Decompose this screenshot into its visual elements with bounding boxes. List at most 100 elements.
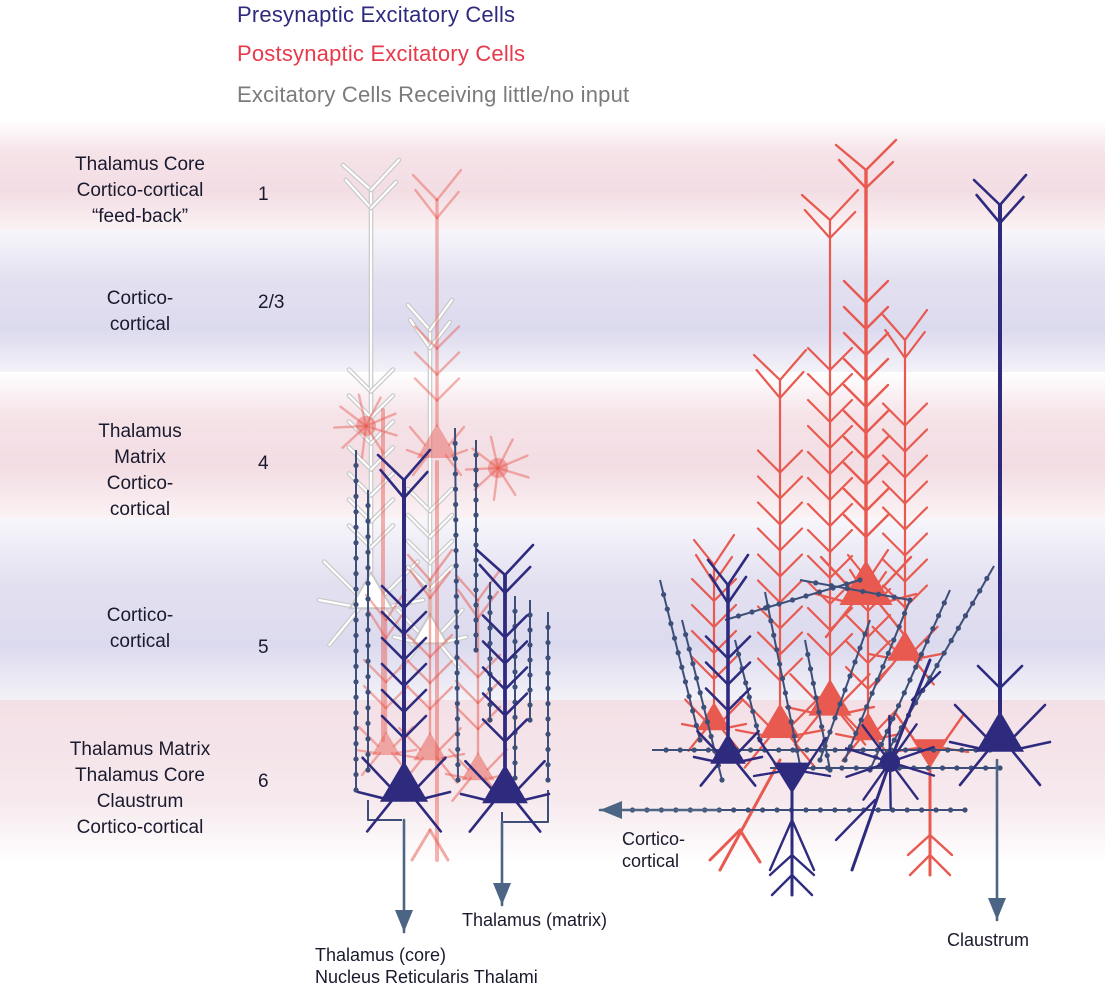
synaptic-bouton [454,685,460,691]
synaptic-bouton [527,702,533,708]
dendrite-core [428,513,454,539]
synaptic-bouton [804,747,810,753]
dendrite [834,732,858,740]
dendrite-core [428,487,454,513]
dendrite [414,188,439,220]
dendrite [770,873,794,897]
synaptic-bouton [353,462,359,469]
synaptic-bouton [896,624,902,630]
layer-2-3-band [0,230,1105,372]
dendrite [712,533,736,567]
dendrite [341,424,368,449]
synaptic-bouton [862,631,868,637]
dendrite [756,553,782,578]
axon-collateral [367,800,402,821]
dendrite [903,428,929,453]
dendrite [503,565,532,595]
synaptic-bouton [750,708,756,715]
axon [738,828,762,864]
dendrite [864,138,898,172]
synaptic-bouton [663,747,669,753]
dendrite [743,734,773,769]
synaptic-bouton [901,690,907,696]
synaptic-bouton [353,694,359,700]
dendrite [413,797,443,833]
dendrite [366,608,388,640]
synaptic-bouton [686,646,692,652]
legend-presynaptic: Presynaptic Excitatory Cells [237,2,516,27]
synaptic-bouton [857,577,863,583]
synaptic-bouton [487,625,493,631]
synaptic-bouton [453,609,460,615]
dendrite [520,792,551,802]
dendrite [737,729,760,754]
dendrite [864,160,895,190]
axon [708,828,742,862]
synaptic-bouton [875,591,882,597]
synaptic-bouton [832,747,838,753]
synaptic-bouton [473,587,479,593]
dendrite [706,558,730,587]
region-label: Thalamus [98,421,182,442]
dendrite [496,438,514,470]
dendrite [864,383,890,409]
pyramidal-soma [348,570,394,610]
dendrite [699,760,722,787]
dendrite [756,736,777,765]
synaptic-bouton [776,747,782,753]
dendrite [459,792,490,802]
layer-1-band [0,120,1105,230]
synaptic-bouton [934,662,940,669]
synaptic-bouton [454,670,460,676]
dendrite [790,818,816,872]
region-label: Cortico-cortical [76,817,204,838]
synaptic-bouton [693,675,700,681]
layer-5-regions: Cortico- cortical [20,603,260,655]
synaptic-bouton [365,751,371,758]
dendrite [1016,740,1052,751]
synaptic-bouton [527,612,533,618]
dendrite [881,313,907,342]
synaptic-bouton [776,601,782,607]
inverted-pyramidal-soma [912,739,948,769]
synaptic-bouton [803,593,809,599]
dendrite [828,528,854,554]
synaptic-bouton [473,617,479,623]
dendrite [778,370,805,400]
dendrite [866,548,890,582]
dendrite [365,797,395,833]
postsynaptic-cells [332,138,970,877]
synaptic-bouton [454,716,461,722]
dendrite [726,635,752,660]
synaptic-bouton [860,588,866,595]
dendrite [842,461,868,487]
dendrite [793,711,822,746]
synaptic-bouton [487,686,493,692]
synaptic-bouton [901,610,908,616]
synaptic-bouton [697,690,703,696]
dendrite-core [428,320,451,350]
dendrite [475,548,507,577]
synaptic-bouton [983,765,989,771]
dendrite-core [347,368,373,393]
dendrite [881,480,907,505]
dendrite [428,659,454,685]
synaptic-bouton [824,765,831,771]
dendrite [402,610,428,636]
synaptic-bouton [353,710,359,716]
dendrite [778,527,804,552]
dendrite [756,475,782,500]
dendrite-core [409,318,432,350]
layer-1-regions: Thalamus Core Cortico-cortical “feed-bac… [20,152,260,230]
axon-collateral [454,427,459,781]
synaptic-bouton [933,807,939,813]
layer-number-5: 5 [258,637,269,658]
dendrite [394,752,420,760]
synaptic-bouton [827,729,833,735]
pyramidal-soma [413,732,447,761]
dendrite [864,487,890,513]
dendrite [428,633,454,659]
dendrite [841,673,871,703]
synaptic-bouton [704,719,711,725]
dendrite [903,308,929,342]
